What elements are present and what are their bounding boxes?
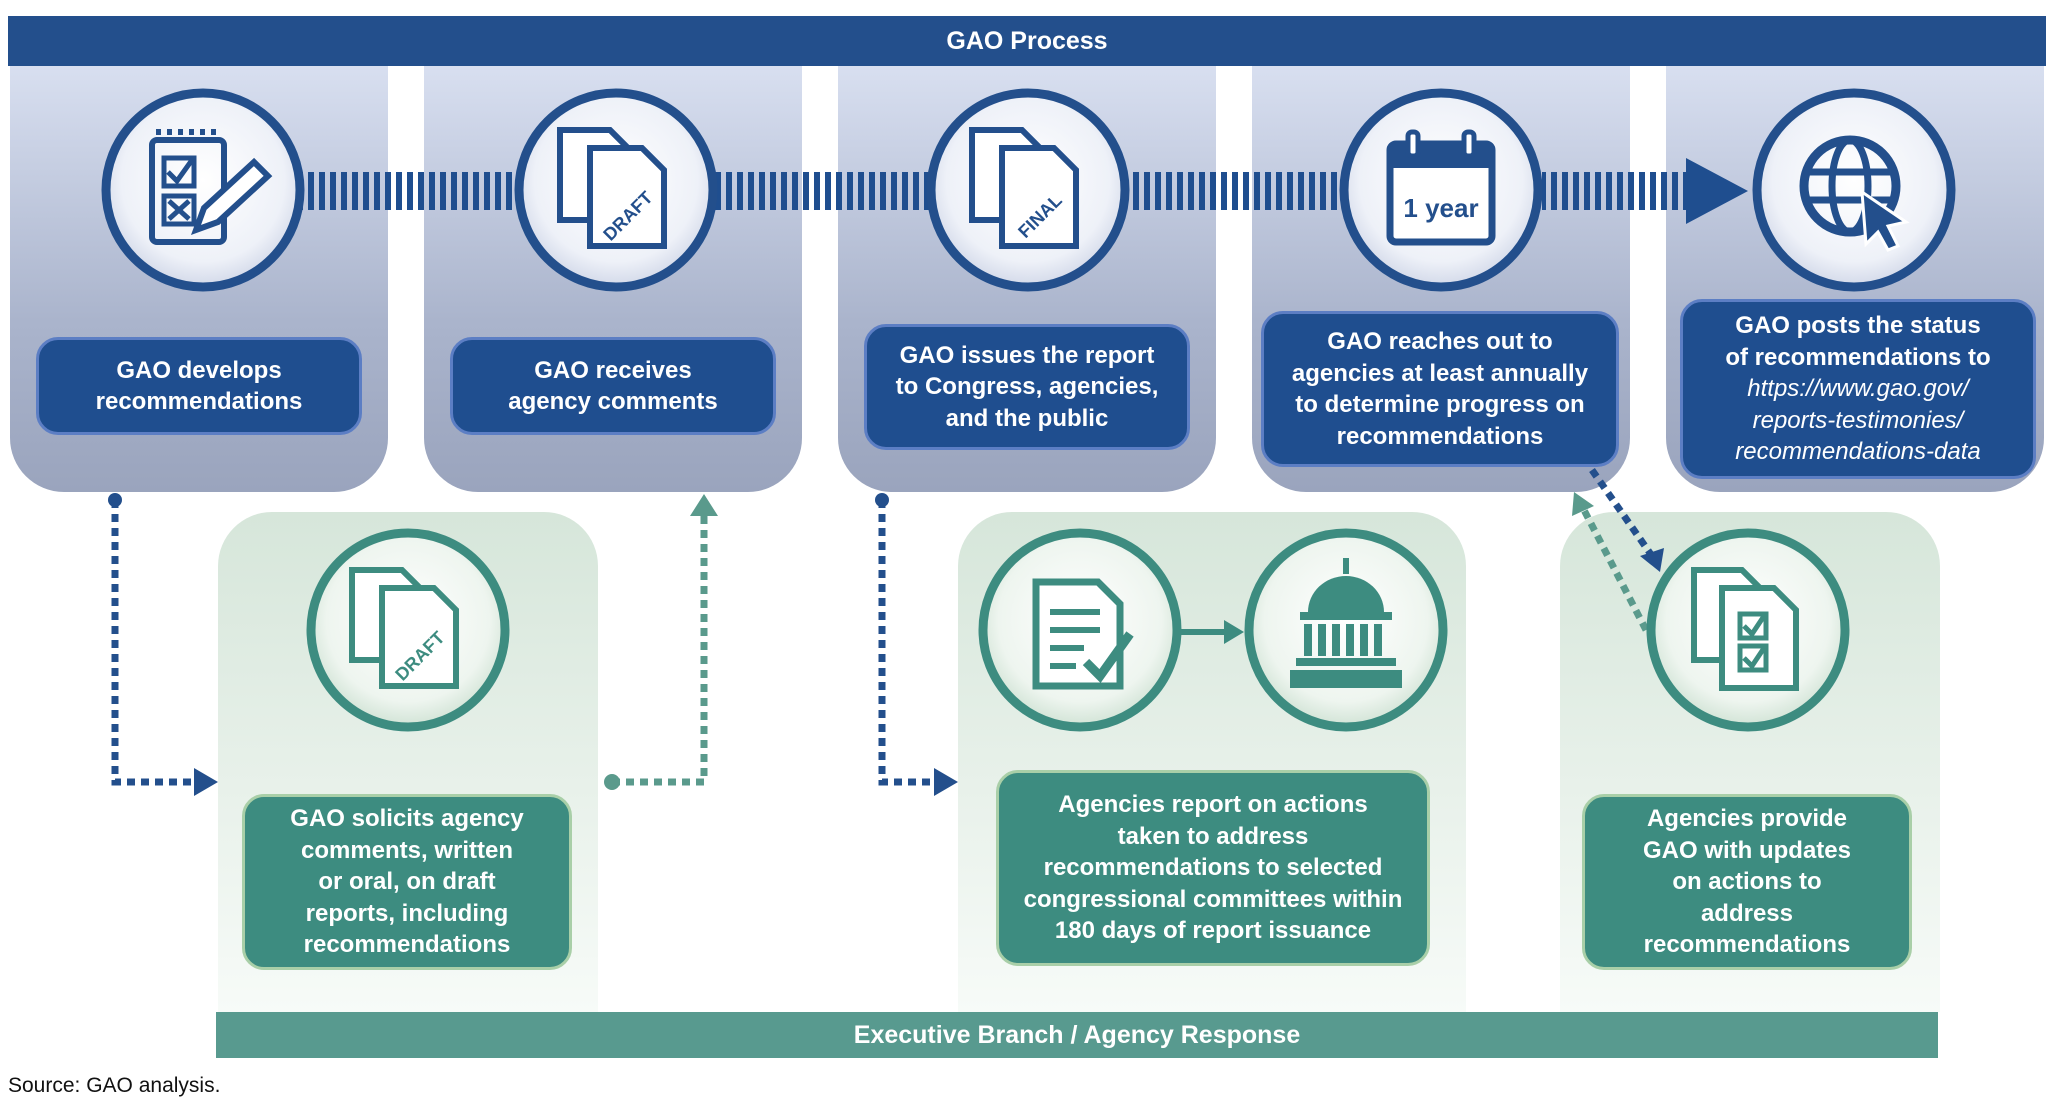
connector-develop-to-solicit xyxy=(111,500,198,786)
calendar-icon: 1 year xyxy=(1339,88,1543,292)
recommendations-data-link[interactable]: recommendations-data xyxy=(1735,438,1981,466)
recommendations-data-link[interactable]: https://www.gao.gov/ xyxy=(1747,375,1969,403)
recommendations-data-link[interactable]: reports-testimonies/ xyxy=(1752,406,1964,434)
report-check-icon xyxy=(978,528,1182,732)
globe-cursor-icon xyxy=(1752,88,1956,292)
svg-text:1 year: 1 year xyxy=(1403,193,1478,223)
agency-response-banner: Executive Branch / Agency Response xyxy=(216,1012,1938,1058)
draft-documents-icon: DRAFT xyxy=(306,528,510,732)
connector-provide-to-reach xyxy=(1580,508,1650,632)
capitol-icon xyxy=(1244,528,1448,732)
final-documents-icon: FINAL xyxy=(926,88,1130,292)
source-note: Source: GAO analysis. xyxy=(8,1074,221,1097)
gao-step-label-post-status: GAO posts the status of recommendations … xyxy=(1680,299,2036,479)
report-to-congress-arrow xyxy=(1180,620,1244,644)
connector-issue-to-report xyxy=(878,500,938,786)
connector-solicit-to-receive xyxy=(612,514,708,786)
gao-flow-connector xyxy=(300,158,1748,224)
connector-reach-to-provide xyxy=(1589,467,1655,559)
checklist-documents-icon xyxy=(1646,528,1850,732)
draft-documents-icon: DRAFT xyxy=(514,88,718,292)
checklist-pencil-icon xyxy=(101,88,305,292)
gao-process-banner: GAO Process xyxy=(8,16,2046,66)
